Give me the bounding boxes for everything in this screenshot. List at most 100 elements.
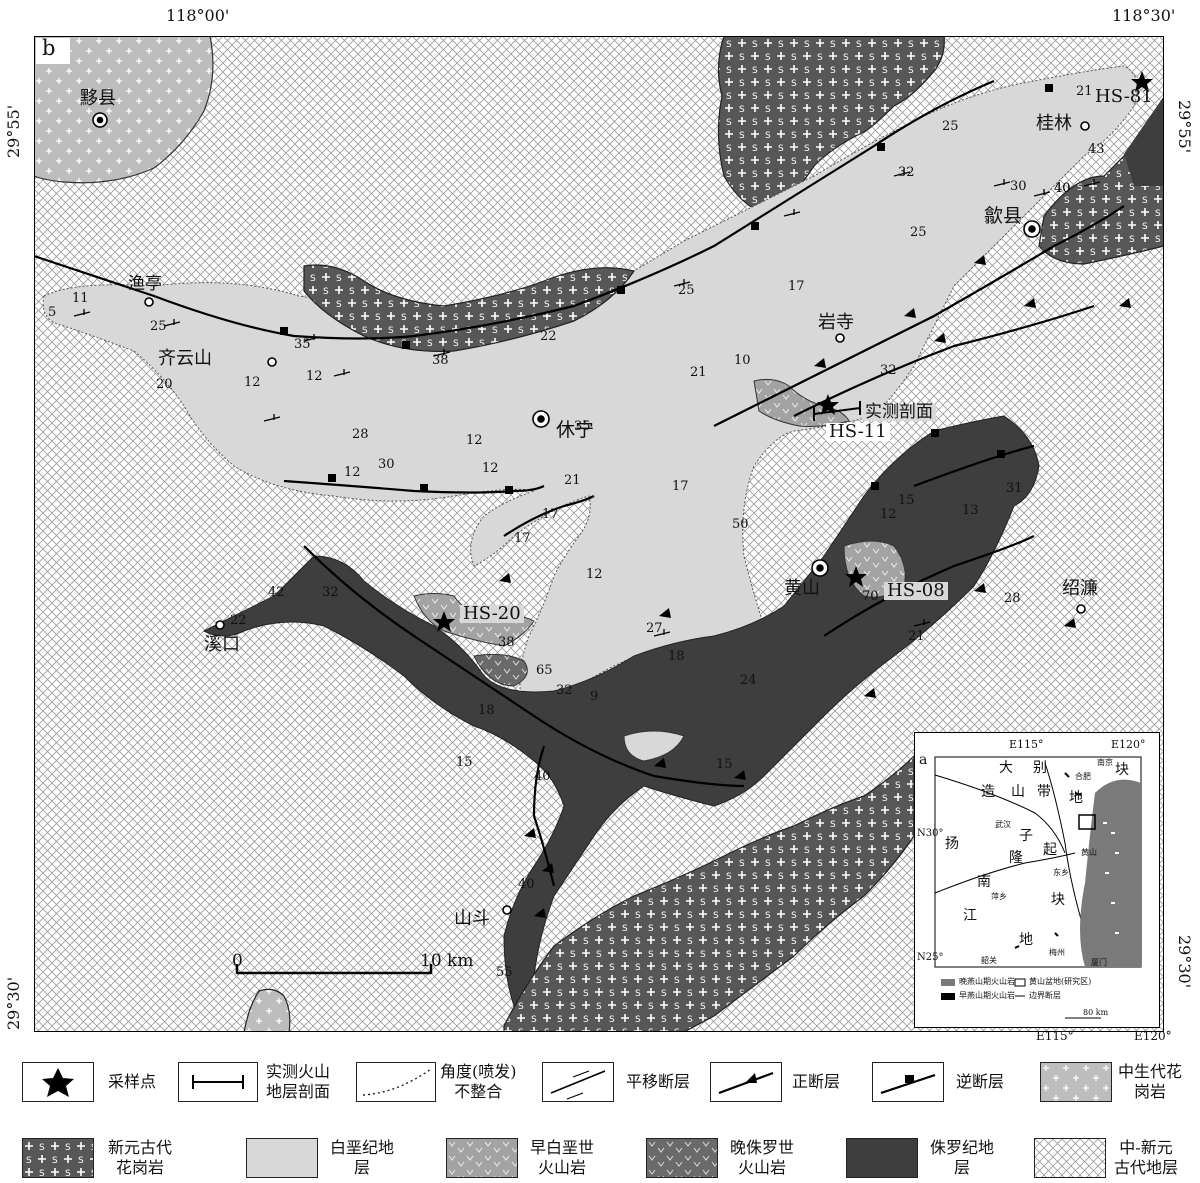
coord-left-bottom: 29°30' (4, 976, 23, 1030)
place-xiuning: 休宁 (556, 419, 595, 441)
cretaceous-basin (42, 65, 1138, 720)
inset-dabie-1: 大 (999, 760, 1013, 776)
inset-dabie-4: 山 (1011, 784, 1025, 800)
dip-value: 21 (908, 629, 925, 644)
inset-yangzi-4: 起 (1043, 842, 1057, 858)
volcanic-early-hs11 (753, 378, 850, 427)
inset-dabie-3: 造 (981, 784, 995, 800)
inset-drawing (934, 756, 1142, 1019)
dip-value: 12 (466, 433, 483, 448)
granite-small-south (243, 988, 291, 1032)
inset-yangzi-3: 隆 (1009, 850, 1023, 866)
dip-value: 21 (564, 473, 581, 488)
dip-value: 20 (156, 377, 173, 392)
label-measured-section: 实测剖面 (862, 404, 936, 421)
place-guilin: 桂林 (1036, 113, 1072, 134)
legend-label: 晚侏罗世 火山岩 (730, 1138, 795, 1177)
dip-value: 55 (496, 965, 513, 980)
legend-label: 白垩纪地 层 (330, 1138, 395, 1177)
dip-value: 40 (534, 769, 551, 784)
place-yuting: 渔亭 (128, 274, 162, 294)
dip-value: 12 (586, 567, 603, 582)
dip-value: 28 (352, 427, 369, 442)
dip-value: 21 (690, 365, 707, 380)
legend-label: 侏罗纪地 层 (930, 1138, 995, 1177)
panel-label-b: b (36, 38, 70, 64)
place-shaolian: 绍濂 (1062, 578, 1098, 599)
dip-value: 15 (898, 493, 915, 508)
inset-city-shaoguan: 韶关 (981, 956, 997, 965)
place-huangshan: 黄山 (784, 578, 820, 599)
inset-lat-n30: N30° (917, 828, 944, 839)
coord-right-bottom: 29°30' (1175, 935, 1194, 989)
inset-lon2-bottom: E120° (1134, 1029, 1172, 1043)
place-qiyunshan: 齐云山 (158, 348, 212, 369)
dip-value: 30 (378, 457, 395, 472)
jurassic-ne-strip (1124, 96, 1164, 186)
inset-jiangnan-3: 块 (1051, 892, 1065, 908)
inset-city-pingxiang: 萍乡 (991, 892, 1007, 901)
inset-city-nanjing: 南京 (1097, 758, 1113, 767)
granite-yixian (34, 36, 214, 184)
legend-label: 中生代花 岗岩 (1118, 1062, 1183, 1101)
legend-label: 采样点 (108, 1072, 157, 1091)
inset-map: a E115° E120° N30° N25° 大 别 造 山 带 扬 子 隆 … (914, 732, 1160, 1028)
inset-city-huangshan: 黄山 (1081, 848, 1097, 857)
inset-jiangnan-1: 江 (963, 908, 977, 924)
dip-value: 10 (734, 353, 751, 368)
dip-value: 24 (740, 673, 757, 688)
dip-value: 17 (542, 507, 559, 522)
inset-yangzi-5: 地 (1069, 790, 1083, 806)
dip-value: 43 (1088, 142, 1105, 157)
place-shandou: 山斗 (454, 908, 490, 929)
inset-city-hefei: 合肥 (1075, 772, 1091, 781)
inset-jiangnan-2: 南 (977, 874, 991, 890)
granite-central (303, 264, 635, 352)
legend-label: 中-新元 古代地层 (1114, 1138, 1179, 1177)
dip-value: 31 (1006, 481, 1023, 496)
inset-dabie-5: 带 (1037, 784, 1051, 800)
inset-city-xiamen: 厦门 (1091, 958, 1107, 967)
dip-value: 12 (880, 507, 897, 522)
dip-value: 35 (574, 419, 591, 434)
inset-yangzi-2: 子 (1019, 828, 1033, 844)
inset-lon1: E115° (1009, 738, 1044, 751)
dip-value: 13 (962, 503, 979, 518)
inset-legend-basin: 黄山盆地(研究区) (1029, 977, 1092, 986)
dip-value: 32 (322, 585, 339, 600)
dip-value: 12 (482, 461, 499, 476)
dip-value: 25 (678, 283, 695, 298)
dip-value: 28 (1004, 591, 1021, 606)
dip-value: 25 (910, 225, 927, 240)
dip-value: 18 (668, 649, 685, 664)
inset-city-dongxiang: 东乡 (1053, 868, 1069, 877)
place-xikou: 溪口 (204, 634, 240, 655)
dip-value: 12 (344, 465, 361, 480)
inset-dabie-2: 别 (1033, 760, 1047, 776)
dip-value: 40 (1054, 181, 1071, 196)
dip-value: 70 (862, 589, 879, 604)
legend-label: 角度(喷发) 不整合 (440, 1062, 517, 1101)
dip-value: 40 (518, 877, 535, 892)
sample-hs81: HS-81 (1095, 86, 1153, 107)
coord-top-right: 118°30' (1112, 6, 1176, 25)
dip-value: 65 (536, 663, 553, 678)
inset-yangzi-1: 扬 (945, 836, 959, 852)
dip-value: 17 (514, 531, 531, 546)
dip-value: 38 (432, 353, 449, 368)
granite-south (503, 754, 915, 1032)
dip-value: 42 (268, 585, 285, 600)
dip-value: 22 (230, 613, 247, 628)
town-markers (92, 112, 1090, 915)
inset-legend-fault: 边界断层 (1029, 991, 1061, 1000)
legend-label: 新元古代 花岗岩 (108, 1138, 173, 1177)
geologic-map (34, 36, 1164, 1032)
inset-lat-n25: N25° (917, 952, 944, 963)
legend-label: 正断层 (792, 1072, 841, 1091)
dip-value: 50 (732, 517, 749, 532)
inset-lon2: E120° (1111, 738, 1146, 751)
dip-symbols (73, 169, 1101, 637)
coord-left-top: 29°55' (4, 104, 23, 158)
sample-stars (433, 71, 1153, 632)
granite-ne (717, 36, 945, 217)
